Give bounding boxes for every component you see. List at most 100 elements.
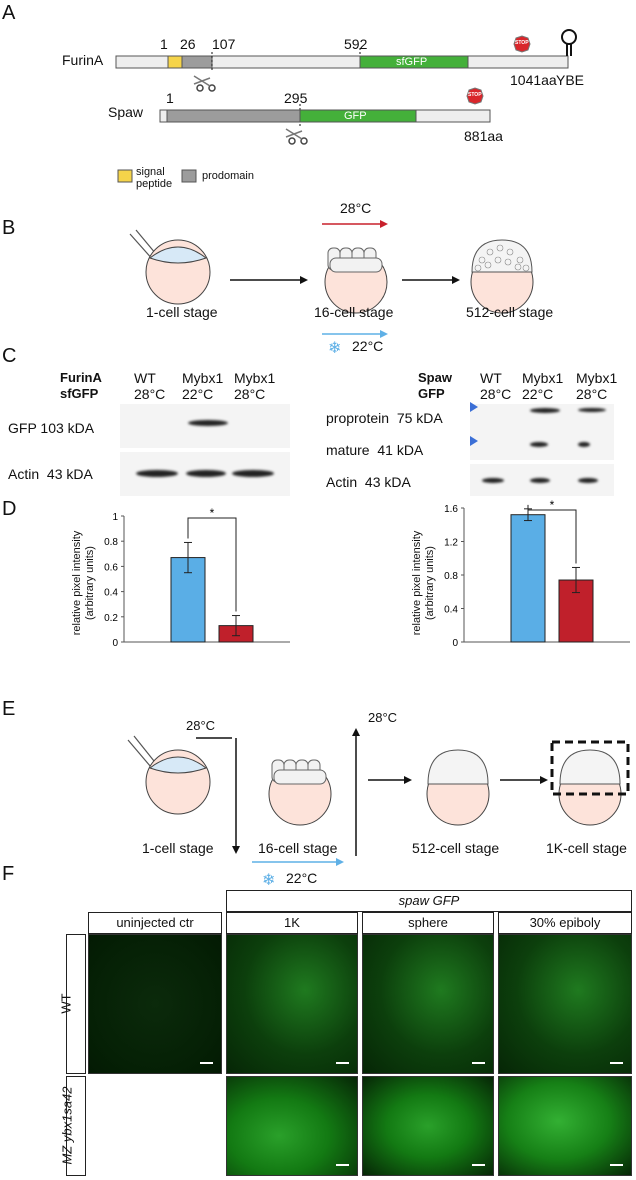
legend-signal-swatch [117, 169, 133, 183]
ybe-hairpin-icon [561, 29, 577, 56]
mature-arrowhead-icon [470, 436, 478, 446]
spaw-scissors-icon [285, 128, 308, 145]
c-left-row-gfp: GFP 103 kDA [8, 420, 95, 436]
c-left-title2: sfGFP [60, 386, 99, 401]
c-right-row-mature: mature 41 kDA [326, 442, 424, 458]
d-right-ytick-label: 0.8 [444, 571, 458, 582]
snowflake-icon: ❄ [328, 340, 342, 357]
panel-label-c: C [2, 345, 17, 367]
d-left-ytick-label: 0.8 [104, 537, 118, 548]
spaw-pos-295: 295 [284, 90, 308, 106]
c-right-row-actin: Actin 43 kDA [326, 474, 411, 490]
e-stage-1: 1-cell stage [142, 840, 214, 856]
d-left-ytick-label: 0 [112, 638, 118, 648]
legend-prodomain-swatch [181, 169, 197, 183]
furin-stop-label: STOP [515, 40, 529, 46]
c-left-gfp-band [188, 420, 228, 426]
e-stage-16: 16-cell stage [258, 840, 338, 856]
c-left-col3-g: Mybx1 [234, 370, 276, 386]
furin-ybe: YBE [556, 72, 585, 88]
c-left-row-actin: Actin 43 kDA [8, 466, 93, 482]
furin-sfgfp [359, 55, 469, 69]
spaw-name: Spaw [108, 104, 144, 120]
panel-e-diagram [127, 728, 630, 866]
e-temp1: 28°C [186, 718, 216, 733]
f-row-mz-box [66, 1076, 86, 1176]
d-left-sig-star: * [210, 508, 215, 520]
spaw-prodomain [166, 109, 301, 123]
d-left-sig-bracket [187, 517, 237, 612]
f-col-epiboly: 30% epiboly [498, 912, 632, 934]
furin-prodomain [181, 55, 213, 69]
d-left-ytick-label: 0.6 [104, 562, 118, 573]
c-left-col1-g: WT [134, 370, 156, 386]
b-stage-16: 16-cell stage [314, 304, 394, 320]
scalebar [200, 1062, 213, 1064]
c-left-col3-t: 28°C [234, 386, 266, 402]
legend-signal-label: signal peptide [136, 166, 173, 190]
furin-end: 1041aa [510, 72, 557, 88]
panel-label-e: E [2, 698, 16, 720]
b-stage-512: 512-cell stage [466, 304, 554, 320]
furin-pos-26: 26 [180, 36, 196, 52]
panel-label-b: B [2, 217, 16, 239]
c-right-row-pro: proprotein 75 kDA [326, 410, 443, 426]
c-left-gfp-blot [120, 404, 290, 448]
furin-stop-icon [513, 35, 531, 53]
d-right-ytick-label: 1.2 [444, 538, 458, 549]
spaw-stop-label: STOP [468, 92, 482, 98]
furin-pos-107: 107 [212, 36, 236, 52]
legend-prodomain-label: prodomain [202, 170, 254, 182]
f-img-wt-epiboly [498, 934, 632, 1074]
d-right-bar [510, 514, 546, 643]
e-stage-512: 512-cell stage [412, 840, 500, 856]
furin-pos-592: 592 [344, 36, 368, 52]
furin-signal-peptide [167, 55, 183, 69]
e-stage-1k: 1K-cell stage [546, 840, 627, 856]
proprotein-arrowhead-icon [470, 402, 478, 412]
c-right-col1-t: 28°C [480, 386, 512, 402]
f-img-wt-uninjected [88, 934, 222, 1074]
furin-scissors-icon [193, 75, 216, 92]
d-right-ytick-label: 0 [452, 638, 458, 648]
c-right-col2-t: 22°C [522, 386, 554, 402]
d-right-ytick-label: 0.4 [444, 605, 458, 616]
f-col-uninjected: uninjected ctr [88, 912, 222, 934]
e-snowflake-icon: ❄ [262, 872, 276, 889]
c-right-title2: GFP [418, 386, 445, 401]
c-left-col2-g: Mybx1 [182, 370, 224, 386]
b-stage-1: 1-cell stage [146, 304, 218, 320]
c-left-col1-t: 28°C [134, 386, 166, 402]
panel-b-diagram [129, 220, 534, 338]
furin-sfgfp-label: sfGFP [396, 56, 428, 68]
f-row-wt-box [66, 934, 86, 1074]
d-right-chart: 00.40.81.21.6* [444, 500, 630, 648]
b-temp-hot: 28°C [340, 200, 372, 216]
e-temp-cold: 22°C [286, 870, 318, 886]
d-right-sig-star: * [550, 500, 555, 512]
c-left-title1: FurinA [60, 370, 102, 385]
spaw-pos-1: 1 [166, 90, 174, 106]
f-row-mz: MZ ybx1sa42 [59, 1086, 75, 1165]
spaw-stop-icon [466, 87, 484, 105]
panel-label-d: D [2, 498, 17, 520]
c-right-title1: Spaw [418, 370, 452, 385]
c-right-col1-g: WT [480, 370, 502, 386]
f-img-wt-1k [226, 934, 358, 1074]
furin-name: FurinA [62, 52, 104, 68]
c-right-col3-t: 28°C [576, 386, 608, 402]
spaw-end: 881aa [464, 128, 503, 144]
c-right-col2-g: Mybx1 [522, 370, 564, 386]
d-left-ytick-label: 1 [112, 512, 118, 523]
d-right-sig-bracket [527, 504, 577, 564]
c-right-blot [470, 404, 614, 460]
furin-pos-1: 1 [160, 36, 168, 52]
f-img-mz-epiboly [498, 1076, 632, 1176]
c-left-col2-t: 22°C [182, 386, 214, 402]
f-col-1k: 1K [226, 912, 358, 934]
spaw-gfp [299, 109, 417, 123]
spaw-gfp-label: GFP [344, 110, 367, 122]
e-temp2: 28°C [368, 710, 398, 725]
f-img-mz-sphere [362, 1076, 494, 1176]
protein-schematic [115, 29, 577, 183]
